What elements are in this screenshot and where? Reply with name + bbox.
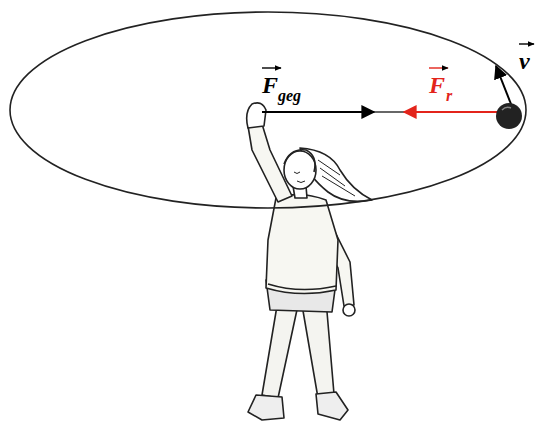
- force-symbol: F: [262, 73, 278, 97]
- centripetal-force-arrow: [262, 111, 374, 113]
- vector-arrow: [429, 67, 448, 68]
- girl-figure: [247, 103, 372, 420]
- velocity-arrow: [496, 66, 511, 104]
- force-subscript: r: [446, 88, 452, 104]
- vector-arrow: [262, 67, 281, 68]
- ball-highlight: [502, 107, 511, 110]
- ball: [496, 103, 522, 129]
- force-symbol: F: [429, 73, 445, 97]
- vector-arrow: [519, 43, 534, 44]
- orbit-ellipse: [10, 12, 526, 208]
- force-line: [374, 111, 404, 112]
- force-subscript: geg: [278, 88, 301, 104]
- radial-force-arrow: [404, 111, 498, 113]
- velocity-symbol: v: [519, 49, 530, 73]
